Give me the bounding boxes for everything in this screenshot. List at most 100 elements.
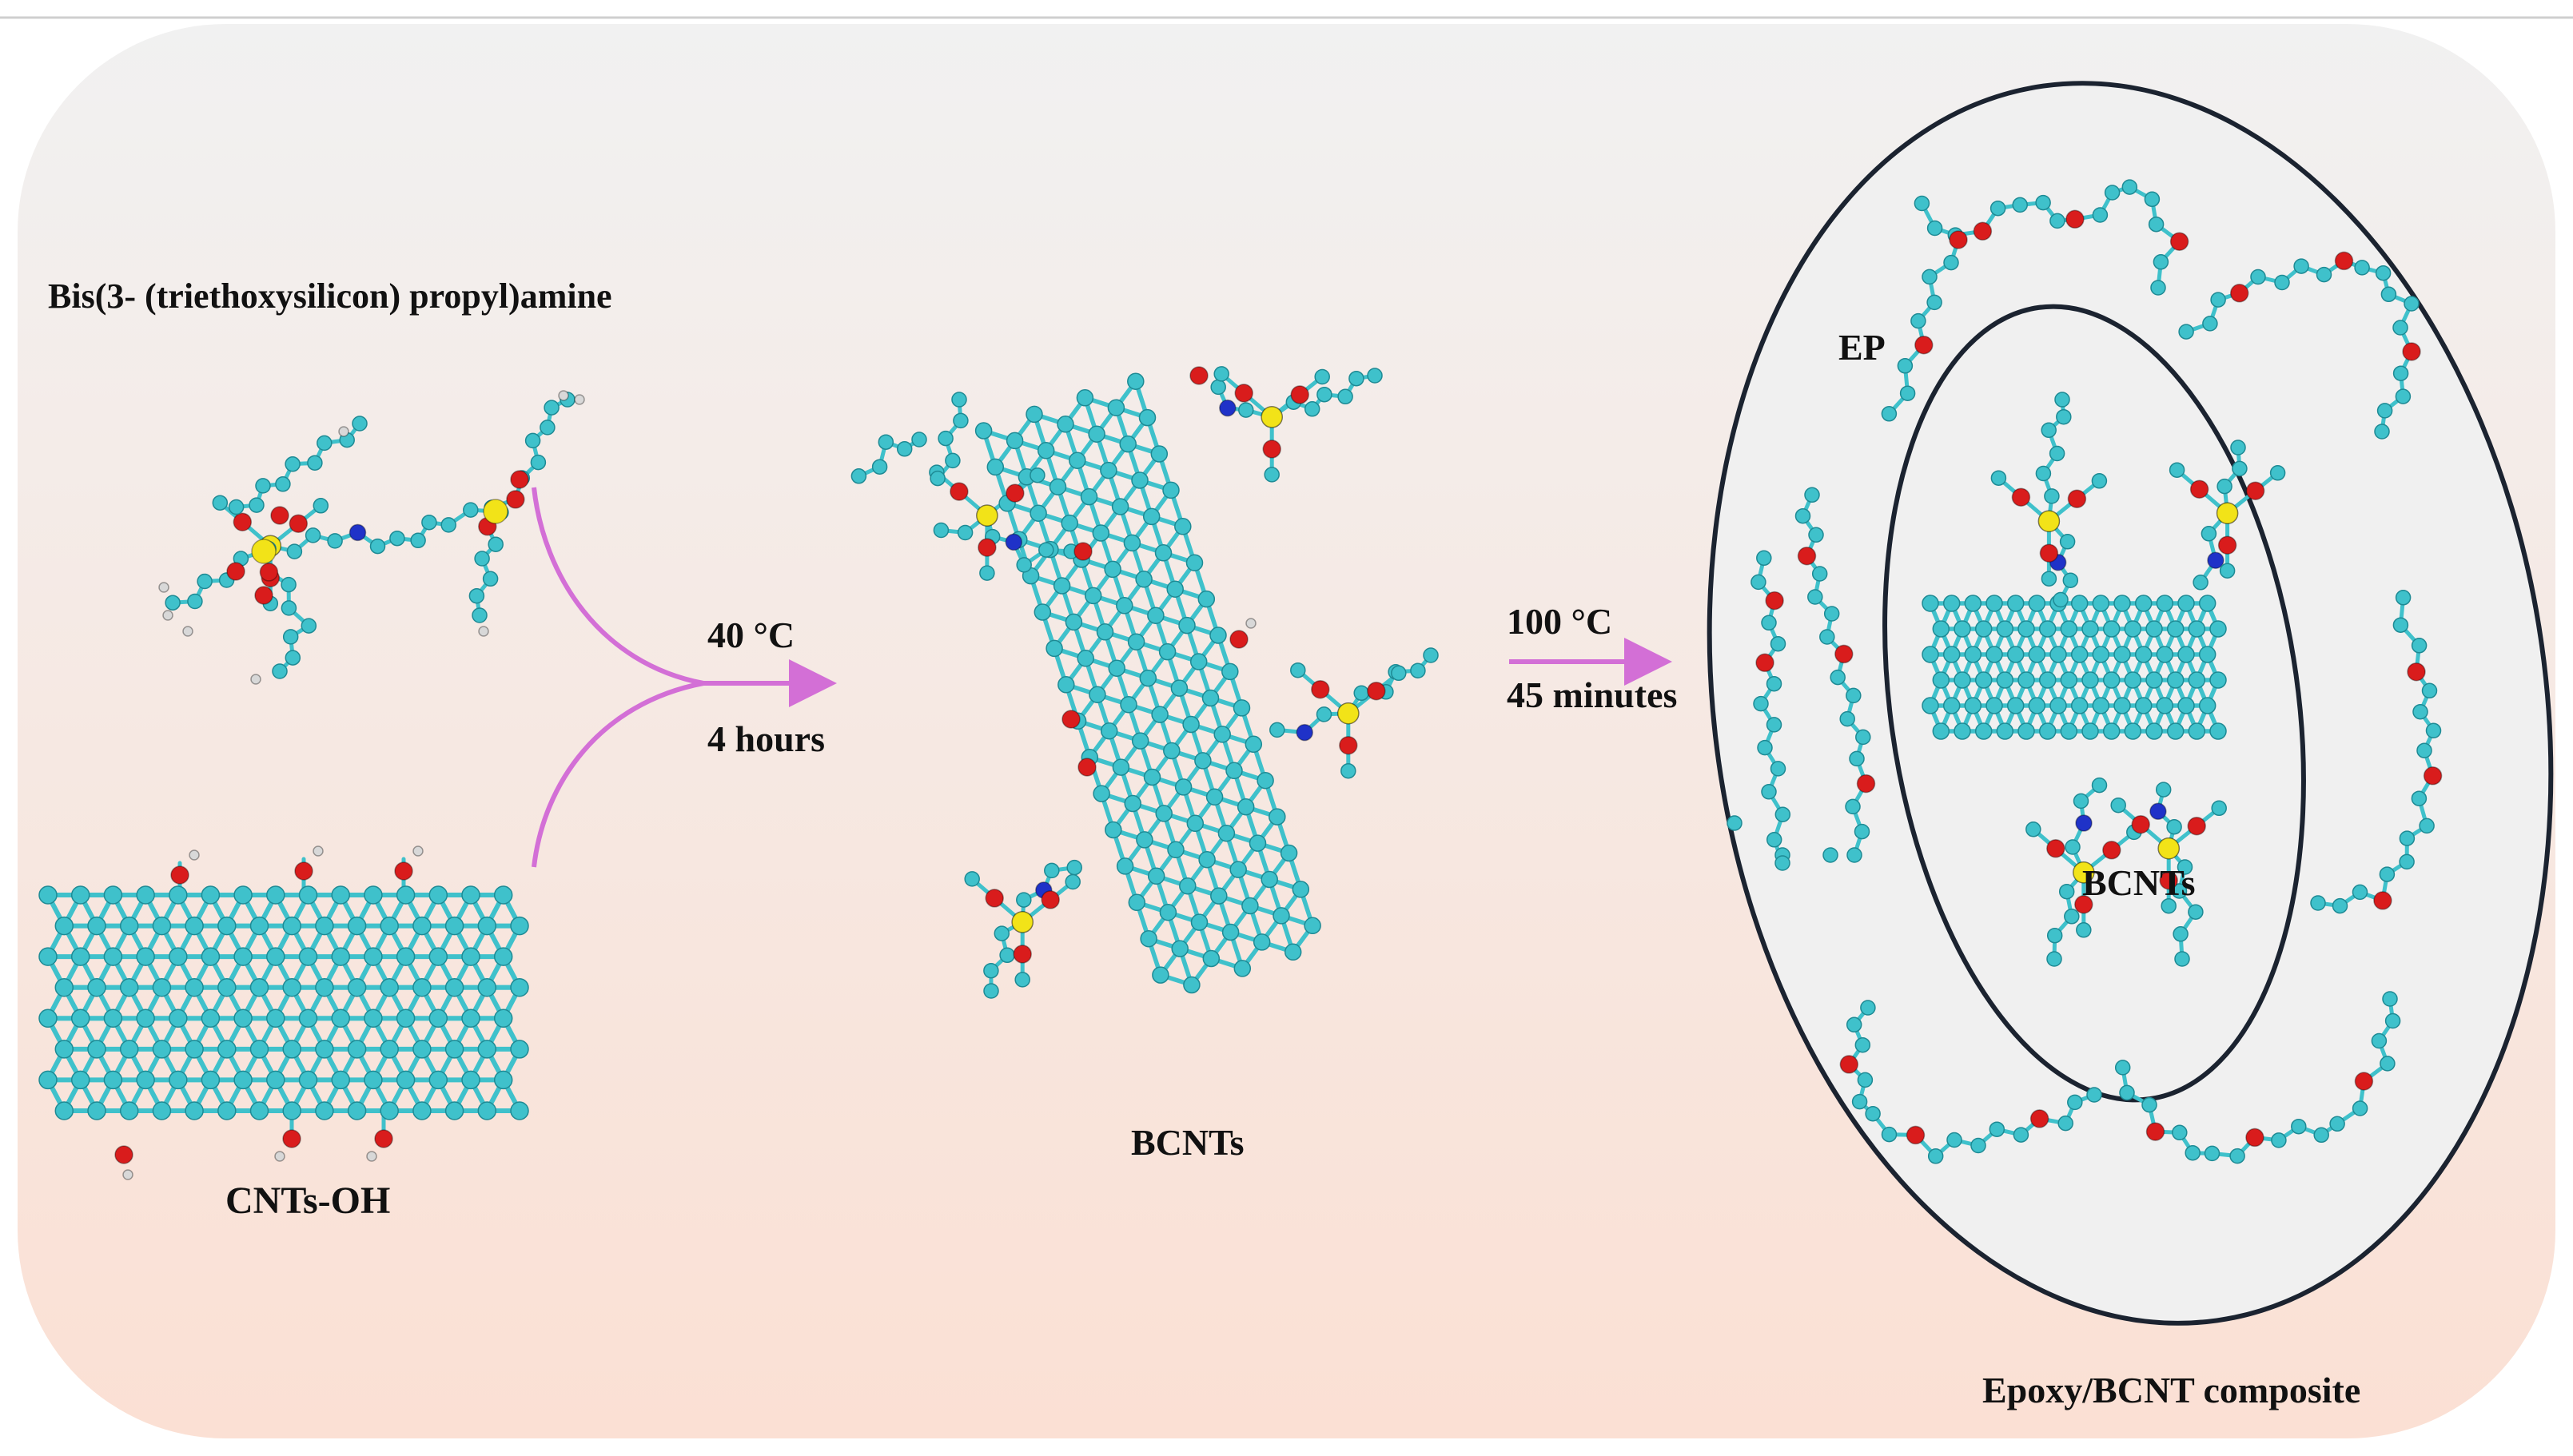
carbon-atom	[2371, 1032, 2388, 1049]
carbon-atom	[1142, 507, 1161, 526]
carbon-atom	[1221, 923, 1240, 941]
carbon-atom	[2217, 478, 2232, 495]
carbon-atom	[2169, 462, 2185, 478]
oxygen-atom	[1041, 890, 1060, 909]
hydrogen-atom	[122, 1169, 133, 1180]
carbon-atom	[2332, 897, 2348, 914]
carbon-atom	[1822, 847, 1838, 863]
carbon-atom	[2399, 830, 2416, 846]
carbon-atom	[1135, 571, 1153, 588]
carbon-atom	[1158, 642, 1177, 661]
carbon-atom	[1057, 676, 1075, 694]
carbon-atom	[2141, 1096, 2157, 1113]
carbon-atom	[1927, 1148, 1944, 1164]
carbon-atom	[364, 885, 383, 905]
carbon-atom	[2145, 722, 2163, 740]
carbon-atom	[1049, 478, 1067, 495]
oxygen-atom	[2074, 895, 2093, 914]
carbon-atom	[187, 593, 203, 610]
oxygen-atom	[1339, 735, 1358, 755]
oxygen-atom	[2217, 535, 2237, 555]
carbon-atom	[2392, 365, 2409, 381]
oxygen-atom	[2011, 487, 2031, 507]
carbon-atom	[2166, 722, 2185, 740]
oxygen-atom	[1234, 384, 1253, 403]
carbon-atom	[249, 1040, 269, 1059]
cnt-oh-label: CNTs-OH	[225, 1180, 390, 1222]
carbon-atom	[2271, 1132, 2287, 1148]
carbon-atom	[152, 1101, 172, 1120]
carbon-atom	[54, 1040, 74, 1059]
silicon-atom	[1011, 911, 1034, 933]
oxygen-atom	[2145, 1122, 2165, 1141]
carbon-atom	[461, 1008, 480, 1028]
carbon-atom	[2310, 895, 2326, 911]
carbon-atom	[1946, 1132, 1962, 1148]
carbon-atom	[412, 1101, 432, 1120]
carbon-atom	[1186, 814, 1205, 833]
carbon-atom	[1127, 372, 1145, 390]
carbon-atom	[1989, 1121, 2005, 1137]
carbon-atom	[347, 1040, 367, 1059]
carbon-atom	[1974, 620, 1993, 638]
carbon-atom	[119, 1101, 139, 1120]
carbon-atom	[2329, 1116, 2345, 1132]
carbon-atom	[1846, 847, 1862, 863]
carbon-atom	[2193, 575, 2209, 591]
carbon-atom	[1065, 873, 1081, 890]
oxygen-atom	[950, 482, 969, 501]
carbon-atom	[1198, 850, 1216, 869]
carbon-atom	[298, 885, 318, 905]
carbon-atom	[510, 916, 529, 936]
carbon-atom	[1016, 892, 1032, 908]
carbon-atom	[1241, 897, 1259, 915]
carbon-atom	[1131, 471, 1149, 489]
carbon-atom	[396, 1070, 416, 1090]
nitrogen-atom	[2149, 802, 2167, 821]
carbon-atom	[389, 530, 405, 547]
hydrogen-atom	[338, 426, 349, 437]
carbon-atom	[1954, 722, 1971, 740]
carbon-atom	[1410, 662, 1426, 678]
carbon-atom	[38, 1008, 58, 1028]
carbon-atom	[1845, 798, 1861, 815]
carbon-atom	[964, 871, 980, 887]
carbon-atom	[2028, 595, 2046, 612]
oxygen-atom	[2046, 839, 2065, 858]
carbon-atom	[1756, 550, 1772, 567]
carbon-atom	[1990, 470, 2007, 486]
carbon-atom	[233, 885, 253, 905]
carbon-atom	[1986, 697, 2003, 714]
carbon-atom	[1151, 706, 1169, 723]
carbon-atom	[307, 455, 323, 471]
carbon-atom	[2110, 797, 2126, 814]
carbon-atom	[136, 1008, 155, 1028]
oxygen-atom	[510, 470, 529, 489]
carbon-atom	[1804, 487, 1820, 503]
carbon-atom	[957, 524, 974, 541]
carbon-atom	[1116, 857, 1134, 875]
oxygen-atom	[2245, 481, 2265, 500]
carbon-atom	[1171, 940, 1189, 957]
carbon-atom	[1304, 401, 1320, 417]
carbon-atom	[1823, 606, 1840, 622]
carbon-atom	[380, 977, 399, 997]
oxygen-atom	[1311, 679, 1330, 699]
carbon-atom	[249, 497, 265, 513]
carbon-atom	[2156, 595, 2174, 612]
carbon-atom	[136, 947, 155, 966]
carbon-atom	[1210, 887, 1228, 905]
carbon-atom	[1089, 686, 1106, 703]
carbon-atom	[103, 1070, 123, 1090]
carbon-atom	[974, 422, 993, 440]
carbon-atom	[2177, 697, 2195, 714]
carbon-atom	[233, 1008, 253, 1028]
carbon-atom	[2134, 595, 2153, 612]
oxygen-atom	[2131, 814, 2150, 834]
carbon-atom	[2375, 265, 2392, 281]
oxygen-atom	[114, 1145, 133, 1164]
oxygen-atom	[289, 514, 309, 533]
carbon-atom	[70, 947, 90, 966]
carbon-atom	[2035, 465, 2052, 482]
carbon-atom	[2054, 392, 2070, 408]
